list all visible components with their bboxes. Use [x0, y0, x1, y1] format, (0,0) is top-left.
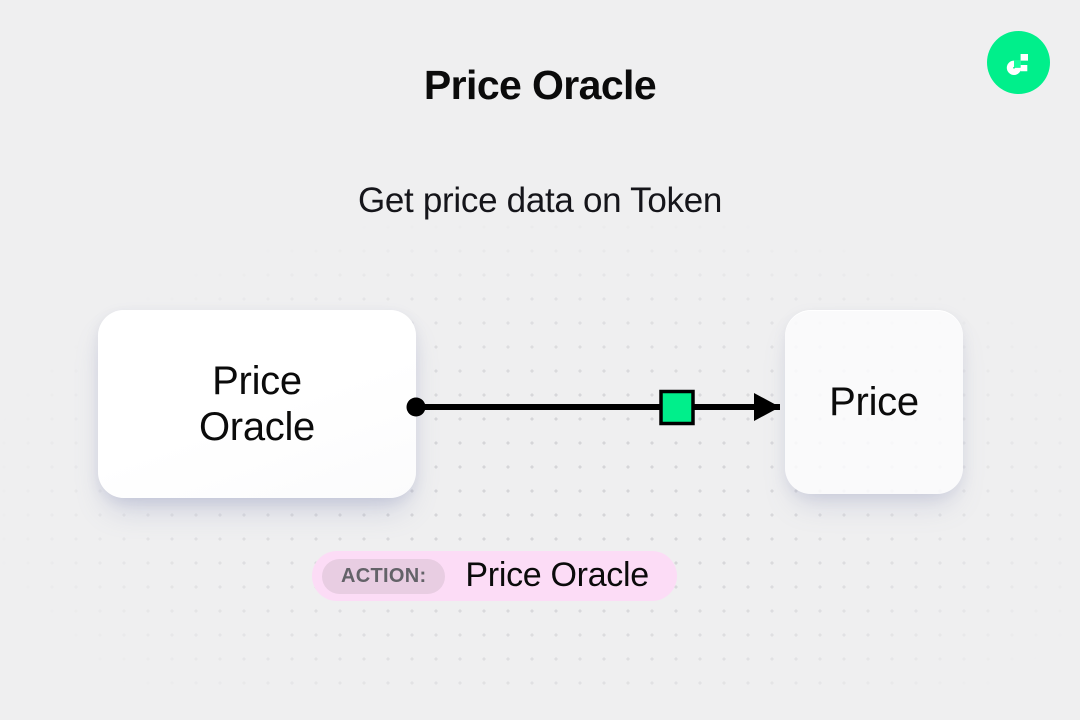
- edge-marker-square[interactable]: [659, 389, 695, 426]
- source-node-label-line2: Oracle: [198, 405, 315, 449]
- flow-edge[interactable]: [398, 380, 790, 436]
- page-subtitle: Get price data on Token: [357, 181, 723, 220]
- target-node-label: Price: [829, 379, 919, 424]
- page-title: Price Oracle: [423, 62, 657, 108]
- action-value: Price Oracle: [465, 555, 649, 594]
- action-badge[interactable]: ACTION: Price Oracle: [312, 551, 677, 601]
- source-node[interactable]: Price Oracle: [98, 310, 416, 498]
- flow-logo-icon: [987, 31, 1050, 94]
- target-node[interactable]: Price: [785, 310, 963, 494]
- action-tag-label: ACTION:: [322, 558, 446, 594]
- edge-arrow-icon: [754, 393, 780, 421]
- source-node-label: Price Oracle: [199, 358, 315, 451]
- source-node-label-line1: Price: [212, 358, 302, 403]
